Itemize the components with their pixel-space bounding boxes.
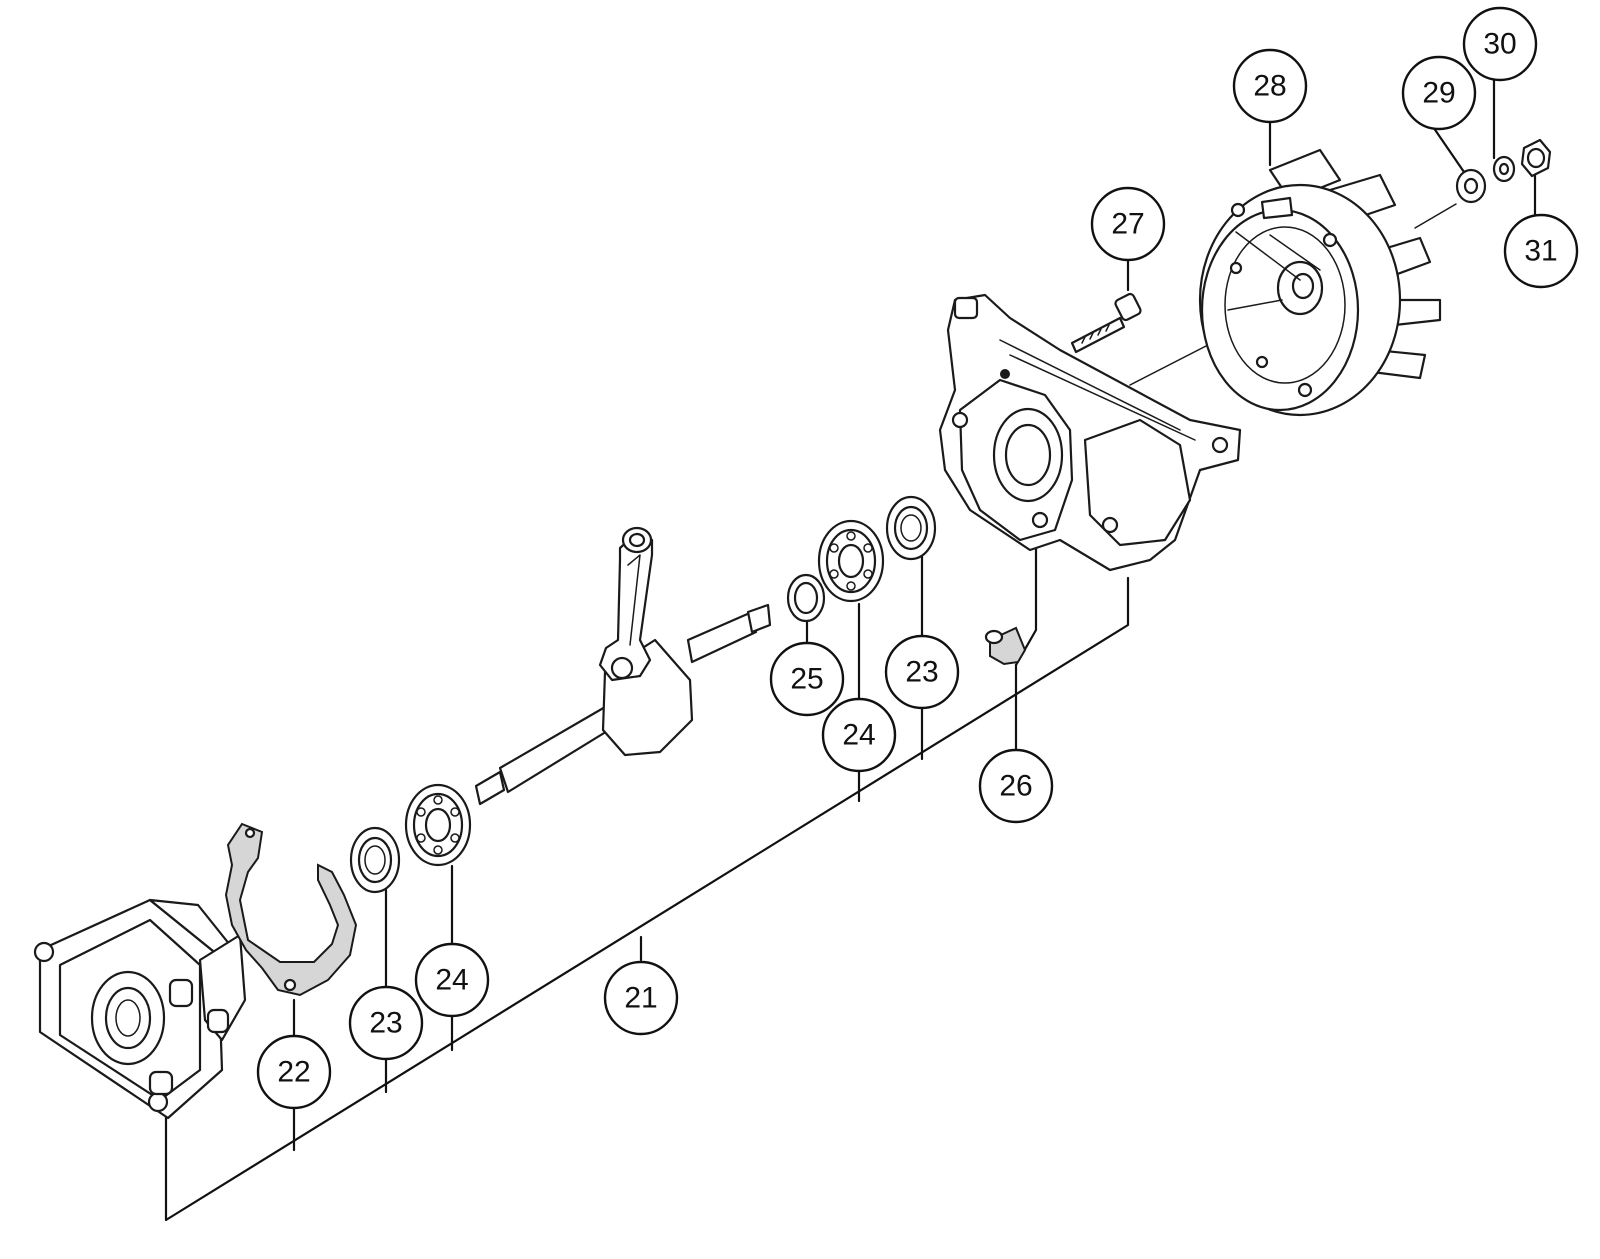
seal-washer bbox=[786, 573, 826, 623]
ball-bearing-left bbox=[404, 783, 472, 867]
callout-22: 22 bbox=[256, 1034, 332, 1110]
leader-lines bbox=[164, 77, 1537, 1222]
callout-label-28: 28 bbox=[1253, 70, 1286, 103]
callout-23-left: 23 bbox=[348, 985, 424, 1061]
callout-29: 29 bbox=[1401, 55, 1477, 131]
ball-bearing-right bbox=[817, 519, 885, 603]
callout-25: 25 bbox=[769, 641, 845, 717]
flat-washer bbox=[1455, 168, 1487, 204]
plug bbox=[984, 626, 1027, 666]
callout-24-left: 24 bbox=[414, 942, 490, 1018]
callout-23-right: 23 bbox=[884, 634, 960, 710]
callout-label-27: 27 bbox=[1111, 208, 1144, 241]
callout-label-24-left: 24 bbox=[435, 964, 468, 997]
crankcase-right-half bbox=[938, 293, 1242, 572]
callout-label-31: 31 bbox=[1524, 235, 1557, 268]
callout-26: 26 bbox=[978, 748, 1054, 824]
flywheel bbox=[1198, 148, 1442, 417]
callout-label-22: 22 bbox=[277, 1056, 310, 1089]
callout-label-29: 29 bbox=[1422, 77, 1455, 110]
oil-seal-right bbox=[885, 495, 937, 561]
leader-21-main bbox=[164, 576, 1130, 1222]
callout-label-25: 25 bbox=[790, 663, 823, 696]
gasket bbox=[224, 822, 358, 997]
callout-28: 28 bbox=[1232, 48, 1308, 124]
callout-label-24-right: 24 bbox=[842, 719, 875, 752]
callout-31: 31 bbox=[1503, 213, 1579, 289]
callout-label-30: 30 bbox=[1483, 28, 1516, 61]
callout-27: 27 bbox=[1090, 186, 1166, 262]
crankshaft bbox=[474, 526, 772, 806]
callout-21: 21 bbox=[603, 960, 679, 1036]
callout-label-26: 26 bbox=[999, 770, 1032, 803]
spring-washer bbox=[1492, 155, 1516, 183]
bolt bbox=[1070, 292, 1142, 354]
crankcase-left-half bbox=[33, 898, 247, 1120]
callout-30: 30 bbox=[1462, 6, 1538, 82]
callout-label-23-left: 23 bbox=[369, 1007, 402, 1040]
nut bbox=[1520, 138, 1552, 178]
axis-line-2 bbox=[1414, 203, 1457, 229]
callout-label-23-right: 23 bbox=[905, 656, 938, 689]
oil-seal-left bbox=[349, 826, 401, 894]
callout-24-right: 24 bbox=[821, 697, 897, 773]
callout-label-21: 21 bbox=[624, 982, 657, 1015]
